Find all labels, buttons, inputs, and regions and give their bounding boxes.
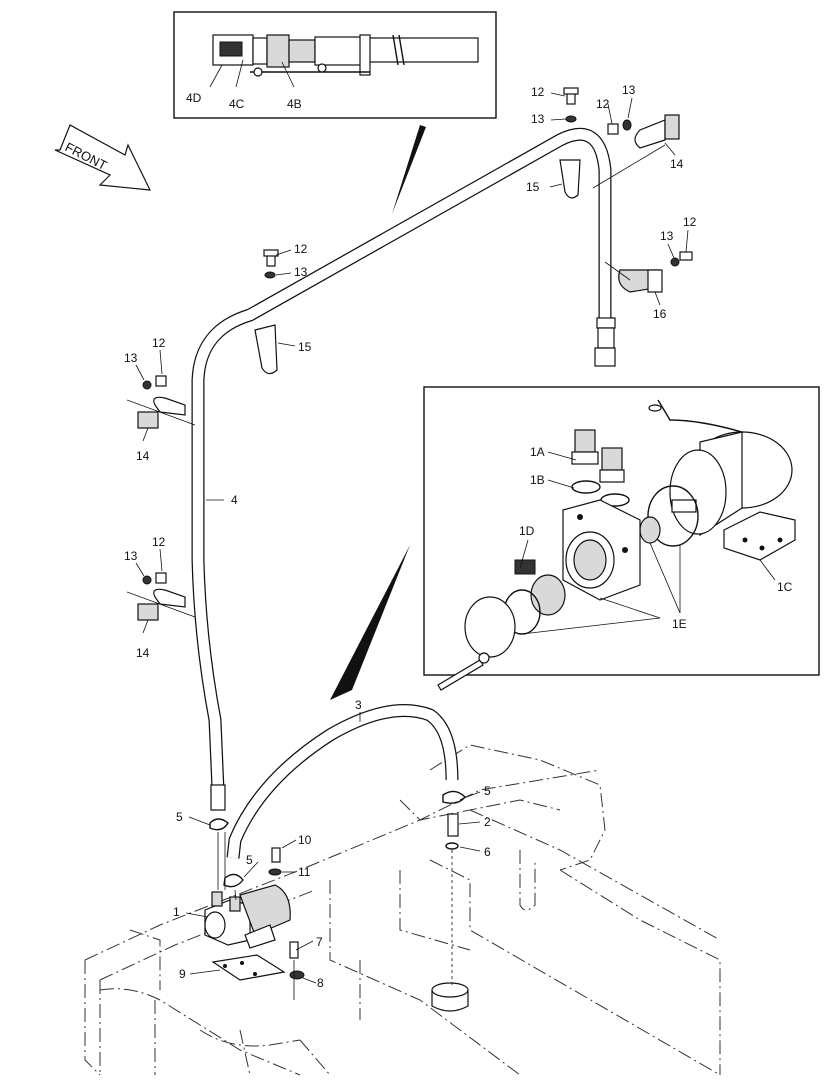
clamp-15-top (549, 159, 581, 199)
callout-4C: 4C (229, 97, 245, 111)
inset-pump (423, 386, 820, 691)
callout-16: 16 (653, 307, 667, 321)
callout-1A: 1A (530, 445, 545, 459)
clamp-14-lower (126, 588, 196, 634)
callout-8: 8 (317, 976, 324, 990)
callout-13: 13 (124, 351, 138, 365)
callout-14: 14 (136, 449, 150, 463)
front-arrow: FRONT (54, 124, 152, 191)
clamp-14-right (592, 114, 680, 189)
callout-7: 7 (316, 935, 323, 949)
callout-12: 12 (152, 535, 166, 549)
clamp-15-mid (254, 324, 296, 375)
callout-13: 13 (294, 265, 308, 279)
chassis-outline (84, 744, 721, 1076)
clamp-16 (604, 261, 663, 306)
callout-5: 5 (484, 784, 491, 798)
inset-pump-pointer (330, 530, 416, 700)
callout-6: 6 (484, 845, 491, 859)
clamp-14-upper (126, 396, 196, 442)
callout-1C: 1C (777, 580, 793, 594)
callout-10: 10 (298, 833, 312, 847)
callout-9: 9 (179, 967, 186, 981)
callout-14: 14 (670, 157, 684, 171)
callout-12: 12 (596, 97, 610, 111)
hose-4 (191, 127, 616, 811)
callout-1: 1 (173, 905, 180, 919)
bolts-washers (135, 87, 693, 585)
callout-12: 12 (683, 215, 697, 229)
callout-14: 14 (136, 646, 150, 660)
callout-13: 13 (660, 229, 674, 243)
callout-15: 15 (526, 180, 540, 194)
callout-15: 15 (298, 340, 312, 354)
callout-13: 13 (622, 83, 636, 97)
callout-1E: 1E (672, 617, 687, 631)
callout-2: 2 (484, 815, 491, 829)
callout-4: 4 (231, 493, 238, 507)
callout-1D: 1D (519, 524, 535, 538)
callout-12: 12 (294, 242, 308, 256)
callout-12: 12 (531, 85, 545, 99)
pump-assembly (185, 712, 481, 1012)
callout-12: 12 (152, 336, 166, 350)
callout-4B: 4B (287, 97, 302, 111)
callout-11: 11 (298, 865, 311, 879)
hose-3 (226, 704, 459, 859)
callout-5: 5 (246, 853, 253, 867)
inset-hose-end (173, 11, 497, 119)
callout-3: 3 (355, 698, 362, 712)
callout-1B: 1B (530, 473, 545, 487)
callout-13: 13 (124, 549, 138, 563)
inset-pointer (392, 125, 426, 214)
callout-4D: 4D (186, 91, 202, 105)
callout-13: 13 (531, 112, 545, 126)
callout-5: 5 (176, 810, 183, 824)
